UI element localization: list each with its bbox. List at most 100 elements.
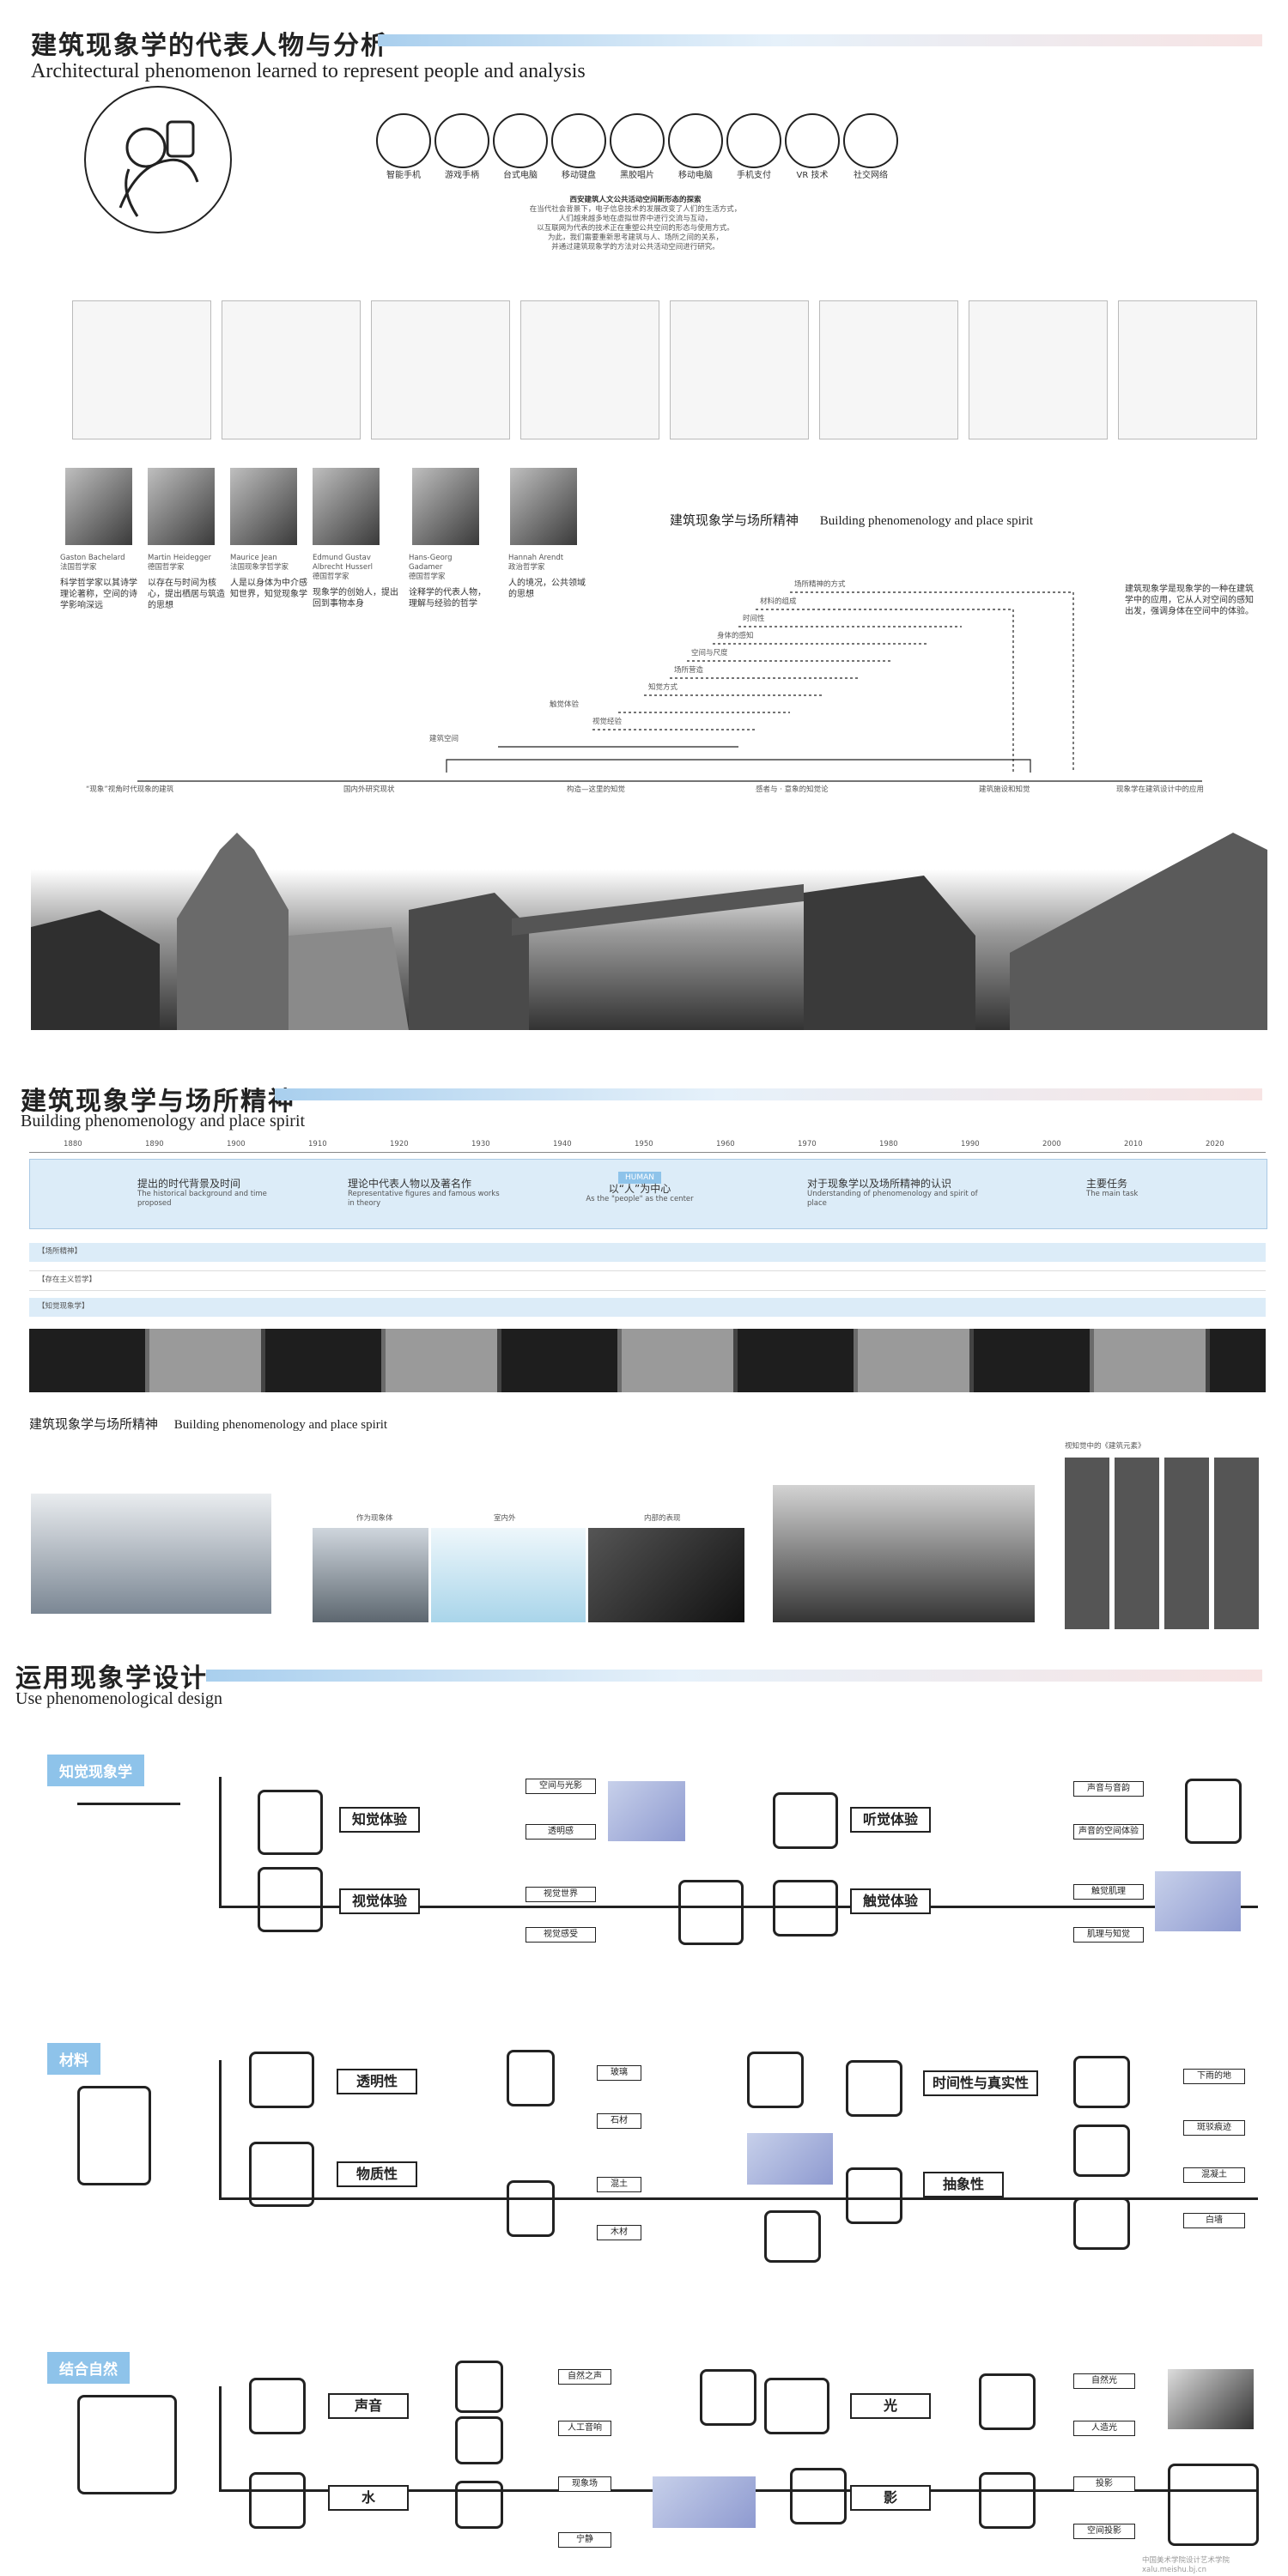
sub-box: 斑驳痕迹 [1183,2120,1245,2136]
person-desc: 人的境况，公共领域的思想 [508,579,586,599]
year-tick: 2020 [1206,1140,1224,1149]
grid-label: 视知觉中的《建筑元素》 [1065,1442,1145,1451]
monument-photo [31,1494,271,1614]
sub-box: 触觉肌理 [1073,1884,1144,1900]
era-en: As the "people" as the center [586,1195,694,1203]
desktop-icon [493,113,548,168]
bottom-label: 感者与 · 意象的知觉论 [756,785,829,794]
era-cn: 对于现象学以及场所精神的认识 [807,1178,952,1190]
reference-image [1168,2369,1254,2429]
photo-label: 室内外 [494,1514,516,1523]
thinking-head-icon [979,2373,1036,2430]
year-tick: 1950 [635,1140,653,1149]
timeline-row: 【知觉现象学】 [29,1298,1266,1317]
sub-box: 视觉世界 [526,1887,596,1902]
diagram-side-text: 建筑现象学是现象学的一种在建筑学中的应用，它从人对空间的感知出发，强调身体在空间… [1125,585,1254,616]
title-gradient-bar [206,1670,1262,1682]
knowledge-box: 物质性 [337,2161,417,2187]
person-desc: 以存在与时间为核心，提出栖居与筑造的思想 [148,579,225,610]
group-tag: 材料 [47,2043,100,2075]
device-label: 黑胶唱片 [620,171,654,180]
city-icon [678,1880,744,1945]
title-gradient-bar [378,34,1262,46]
person-desc: 科学哲学家以其诗学理论著称，空间的诗学影响深远 [60,579,137,610]
group-tag: 知觉现象学 [47,1755,144,1786]
person-card: Edmund Gustav Albrecht Husserl 德国哲学家 现象学… [313,554,398,609]
device-label: 台式电脑 [503,171,538,180]
illustration-panel [222,300,361,439]
sub-box: 人造光 [1073,2421,1135,2436]
year-tick: 1970 [798,1140,817,1149]
knowledge-box: 听觉体验 [850,1807,931,1833]
portrait-photo [148,468,215,545]
sub-box: 现象场 [558,2476,611,2492]
sub-box: 白墙 [1183,2213,1245,2228]
diagram-title-en: Building phenomenology and place spirit [819,514,1034,528]
human-badge: HUMAN [617,1172,661,1184]
timeline-ruler: 1880 1890 1900 1910 1920 1930 1940 1950 … [29,1140,1266,1153]
era-en: The main task [1086,1190,1139,1198]
knowledge-box: 透明性 [337,2069,417,2094]
blocks-icon [1073,2197,1130,2250]
sub-box: 混凝土 [1183,2167,1245,2183]
device-label: 移动电脑 [678,171,713,180]
smartphone-icon [376,113,431,168]
person-role: 德国哲学家 [409,573,446,581]
year-tick: 1990 [961,1140,980,1149]
jar-icon [507,2050,555,2106]
gear-icon [747,2052,804,2108]
era-en: The historical background and time propo… [137,1190,267,1208]
sub-box: 自然光 [1073,2373,1135,2389]
sub-box: 声音与音韵 [1073,1781,1144,1797]
year-tick: 1980 [879,1140,898,1149]
reference-image [1155,1871,1241,1931]
shadow-person-icon [790,2468,847,2524]
branch-label: 知觉方式 [648,683,678,692]
perception-icon [77,1803,180,1891]
portrait-photo [230,468,297,545]
reference-image [653,2476,756,2528]
knowledge-box: 时间性与真实性 [923,2070,1038,2096]
illustration-panel [670,300,809,439]
branch-label: 场所营造 [674,666,704,675]
building-photo [773,1485,1035,1622]
sub-box: 肌理与知觉 [1073,1927,1144,1943]
touch-screen-icon [773,1880,838,1937]
material-block-icon [77,2086,151,2185]
bottom-label: “现象”视角时代现象的建筑 [86,785,174,794]
year-tick: 1940 [553,1140,572,1149]
illustration-panel [72,300,211,439]
bottom-label: 国内外研究现状 [343,785,395,794]
sub-box: 宁静 [558,2532,611,2548]
era-en: Representative figures and famous works … [348,1190,500,1208]
subsection-title-cn: 建筑现象学与场所精神 [29,1416,159,1432]
interior-photo [431,1528,586,1622]
sub-box: 透明感 [526,1824,596,1840]
sub-box: 木材 [597,2225,641,2240]
year-tick: 2010 [1124,1140,1143,1149]
person-card: Hannah Arendt 政治哲学家 人的境况，公共领域的思想 [508,554,586,600]
photo-label: 内部的表现 [644,1514,681,1523]
era-en: Understanding of phenomenology and spiri… [807,1190,978,1208]
branch-label: 视觉经验 [592,718,623,726]
device-label: 社交网络 [854,171,888,180]
portrait-photo [412,468,479,545]
sub-box: 人工音响 [558,2421,611,2436]
knowledge-box: 影 [850,2485,931,2511]
sub-box: 石材 [597,2113,641,2129]
person-card: Maurice Jean 法国现象学哲学家 人是以身体为中介感知世界，知觉现象学 [230,554,307,600]
era-cn: 理论中代表人物以及著名作 [348,1178,472,1190]
connector [219,1906,1258,1908]
vr-icon [785,113,840,168]
person-name: Edmund Gustav Albrecht Husserl [313,554,373,572]
knowledge-box: 声音 [328,2393,409,2419]
year-tick: 1960 [716,1140,735,1149]
era-cn: 以“人”为中心 [608,1183,671,1195]
person-role: 德国哲学家 [313,573,349,581]
knowledge-box: 水 [328,2485,409,2511]
person-name: Martin Heidegger [148,554,211,562]
era-block: 理论中代表人物以及著名作 Representative figures and … [348,1179,502,1209]
knowledge-box: 抽象性 [923,2172,1004,2197]
brain-tree-icon [249,2142,314,2207]
branch-label: 空间与尺度 [691,649,728,658]
